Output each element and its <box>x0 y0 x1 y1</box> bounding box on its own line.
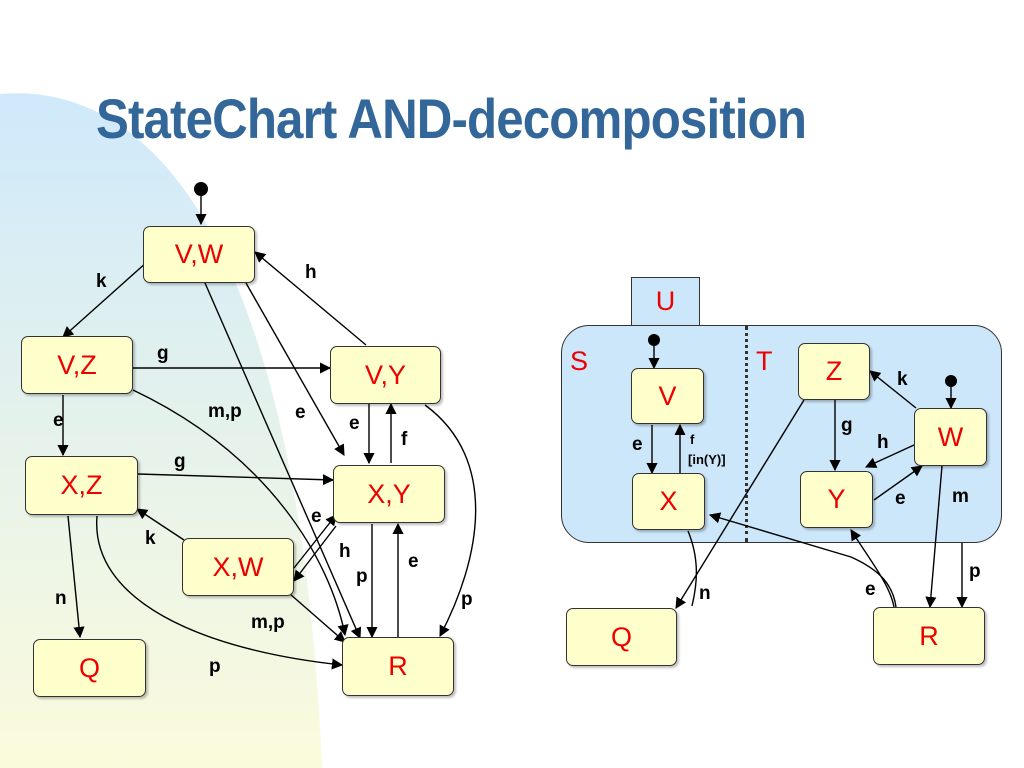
state-xw: X,W <box>182 538 294 596</box>
state-q-left: Q <box>33 639 146 697</box>
state-vz: V,Z <box>21 336 133 394</box>
state-vy: V,Y <box>330 346 441 404</box>
state-y: Y <box>800 471 873 528</box>
label-e-vz-xz: e <box>53 410 64 431</box>
label-f-xy-vy: f <box>401 429 408 450</box>
state-xz: X,Z <box>25 456 138 515</box>
label-f-x-v: f <box>690 432 695 447</box>
transition-w-r-m <box>925 465 943 609</box>
label-k-xw-xz: k <box>145 528 156 549</box>
transition-vw-vz-k <box>62 261 148 338</box>
transition-y-w-e <box>873 465 923 501</box>
label-k-w-z: k <box>897 369 908 390</box>
label-p-u-r: p <box>969 561 981 582</box>
label-e-r-x: e <box>865 579 876 600</box>
state-vw: V,W <box>143 226 255 283</box>
label-p-xz-r: p <box>209 656 221 677</box>
transition-vw-r-mp <box>204 282 362 640</box>
label-p-vy-r: p <box>461 589 473 610</box>
label-g-z-y: g <box>841 415 853 436</box>
state-xy: X,Y <box>333 465 445 523</box>
transition-xz-r-p <box>96 515 344 670</box>
transition-w-z-k <box>869 370 917 409</box>
state-x: X <box>632 473 705 530</box>
label-e-vw-xy: e <box>295 402 306 423</box>
label-e-v-x: e <box>632 434 643 455</box>
label-e-xw-xy: e <box>311 506 322 527</box>
transition-xw-xz-k <box>136 508 185 541</box>
state-w: W <box>914 408 987 466</box>
transition-r-y-e <box>850 529 895 608</box>
transition-z-q-n <box>675 399 805 609</box>
transition-xz-q-n <box>67 515 85 639</box>
state-r-left: R <box>342 637 454 696</box>
label-p-xy-r: p <box>356 566 368 587</box>
transition-vz-r-p <box>132 389 349 637</box>
transition-xy-xw-h <box>293 525 337 582</box>
region-s-label: S <box>570 346 589 376</box>
transition-vw-xy-e <box>245 282 345 456</box>
initial-state-dot-s <box>648 334 660 346</box>
initial-state-dot-t <box>945 375 957 387</box>
label-n-z-q: n <box>699 583 711 604</box>
label-h-w-y: h <box>877 432 889 453</box>
transition-x-q-curve <box>687 530 698 607</box>
state-v: V <box>631 368 704 424</box>
label-h-xy-xw: h <box>339 541 351 562</box>
state-r-right: R <box>873 607 985 665</box>
label-e-r-xy: e <box>408 551 419 572</box>
transition-vy-r-p <box>424 404 477 637</box>
label-g-vz-vy: g <box>157 343 169 364</box>
label-e-vy-xy: e <box>349 413 360 434</box>
slide-title: StateChart AND-decomposition <box>96 87 807 150</box>
state-q-right: Q <box>566 608 677 666</box>
label-n-xz-q: n <box>55 588 67 609</box>
superstate-u-tab: U <box>631 277 700 326</box>
transition-vy-vw-h <box>254 251 367 346</box>
state-z: Z <box>798 343 870 400</box>
transition-xw-r-mp <box>289 593 346 643</box>
label-e-y-w: e <box>895 488 906 509</box>
label-m-w-r: m <box>952 486 969 507</box>
transition-xz-xy-g <box>137 473 335 486</box>
label-g-xz-xy: g <box>174 451 186 472</box>
label-guard-in-y: [in(Y)] <box>688 452 726 467</box>
region-t-label: T <box>756 346 773 376</box>
transition-w-y-h <box>864 444 915 468</box>
label-h-vy-vw: h <box>305 262 317 283</box>
concurrency-divider <box>745 326 748 542</box>
transition-xw-xy-e <box>293 514 337 569</box>
label-k-vw-vz: k <box>96 271 107 292</box>
initial-state-dot-left <box>194 182 208 196</box>
label-mp-vw-r: m,p <box>208 401 242 422</box>
label-mp-xw-r: m,p <box>251 612 285 633</box>
